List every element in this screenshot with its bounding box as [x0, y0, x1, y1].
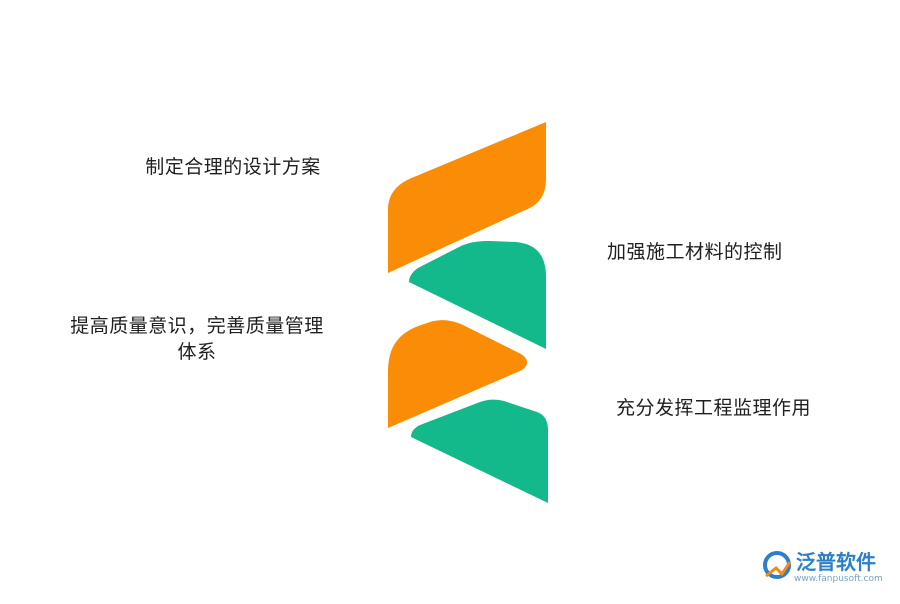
shape-orange-lower	[388, 320, 528, 428]
item-label-3: 提高质量意识，完善质量管理体系	[70, 315, 324, 363]
item-label-2: 加强施工材料的控制	[607, 241, 783, 263]
watermark: 泛普软件 www.fanpusoft.com	[756, 546, 886, 590]
watermark-brand: 泛普软件	[796, 550, 876, 574]
item-label-4: 充分发挥工程监理作用	[616, 397, 812, 419]
watermark-url: www.fanpusoft.com	[794, 574, 883, 584]
shape-green-upper	[409, 241, 546, 349]
brand-logo-icon	[763, 551, 792, 579]
shape-green-bottom	[411, 399, 548, 503]
item-label-1: 制定合理的设计方案	[145, 156, 321, 178]
shape-orange-top	[388, 122, 546, 273]
